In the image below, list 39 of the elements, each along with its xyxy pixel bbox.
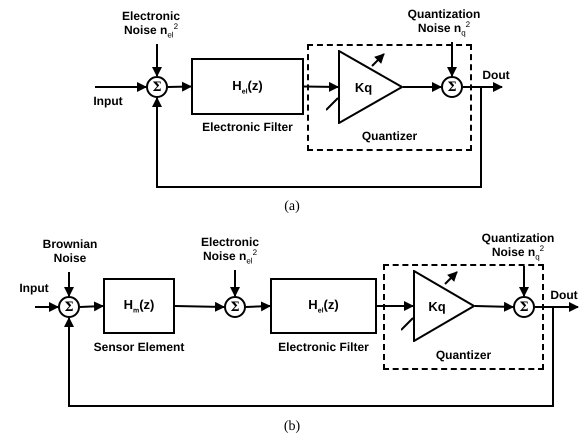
signal-arrow [230, 270, 240, 297]
summing-junction: Σ [58, 296, 80, 318]
signal-arrow [519, 266, 529, 297]
signal-label: Dout [549, 288, 579, 302]
transfer-function-block: H$_{m}$(z) [103, 278, 175, 334]
summing-junction: Σ [441, 76, 463, 98]
signal-label: Input [18, 281, 50, 295]
signal-arrow [80, 301, 104, 312]
transfer-function-block: H$_{el}$(z) [270, 278, 377, 334]
signal-arrow [95, 82, 147, 92]
signal-arrow [35, 302, 59, 312]
subfigure-caption: (b) [282, 419, 302, 435]
signal-arrow [403, 82, 442, 92]
quantizer-group [307, 44, 472, 151]
group-title: Quantizer [434, 348, 492, 362]
signal-label: Input [92, 94, 124, 108]
signal-arrow [474, 302, 514, 312]
summing-junction: Σ [513, 296, 535, 318]
signal-arrow [64, 272, 74, 297]
quantizer-group [383, 264, 544, 370]
group-title: Quantizer [360, 129, 418, 143]
signal-label: Dout [481, 68, 511, 82]
noise-source-label: Brownian Noise [28, 234, 112, 268]
signal-arrow [304, 82, 339, 92]
signal-arrow [64, 306, 554, 407]
transfer-function-block: H$_{el}$(z) [191, 58, 304, 115]
signal-arrow [152, 86, 482, 188]
subfigure-caption: (a) [283, 199, 301, 215]
summing-junction: Σ [224, 296, 246, 318]
signal-arrow [377, 301, 414, 311]
signal-arrow [152, 44, 162, 77]
signal-arrow [168, 82, 192, 92]
block-caption: Sensor Element [92, 340, 186, 355]
block-caption: Electronic Filter [201, 120, 294, 135]
summing-junction: Σ [146, 76, 168, 98]
signal-arrow [447, 42, 457, 77]
signal-arrow [174, 302, 225, 312]
block-caption: Electronic Filter [277, 340, 370, 355]
signal-arrow [246, 301, 271, 312]
